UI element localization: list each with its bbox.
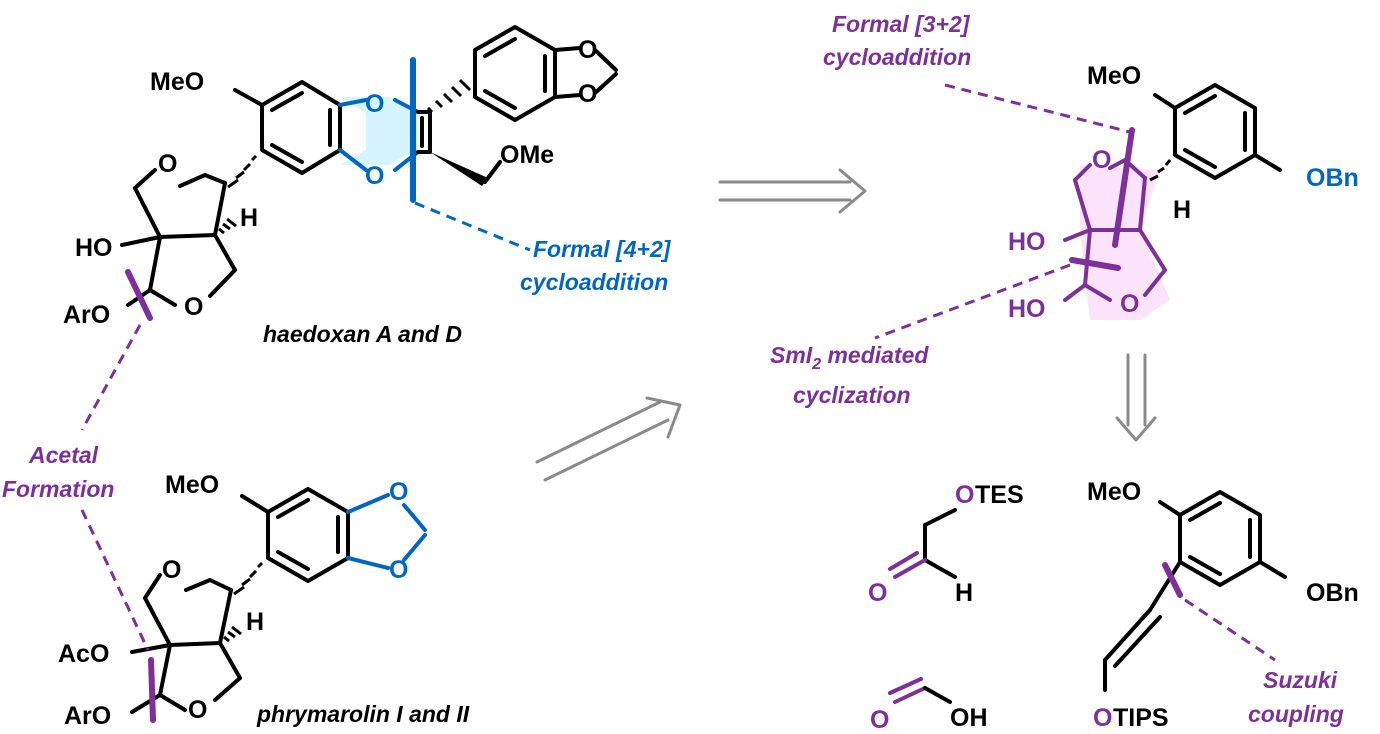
haedoxan-o-bottom: O	[365, 162, 384, 190]
label-smi2-line1: SmI2 mediated	[770, 342, 929, 373]
cut-smi2	[1069, 257, 1121, 271]
label-smi2-suffix: mediated	[821, 342, 929, 368]
retro-arrow-diagonal	[535, 396, 682, 482]
leader-smi2	[874, 263, 1071, 340]
aldehyde-o-si: O	[955, 481, 974, 509]
bicyclic-highlight	[1080, 165, 1170, 320]
intermediate-obn: OBn	[1306, 164, 1359, 192]
formic-acid-fragment	[888, 677, 952, 704]
retro-arrow-horizontal	[718, 168, 867, 214]
label-formal-32-line2: cycloaddition	[823, 44, 971, 70]
haedoxan-o-top: O	[365, 90, 384, 118]
haedoxan-ome: OMe	[500, 141, 554, 169]
formic-acid-oh: OH	[950, 704, 988, 732]
aryl-alkene-fragment	[1103, 490, 1287, 692]
aryl-alkene-obn: OBn	[1306, 579, 1359, 607]
cut-acetal-phrymarolin	[148, 657, 156, 723]
phrymarolin-name: phrymarolin I and II	[256, 701, 470, 727]
phrymarolin-o-furan-top: O	[162, 556, 181, 584]
label-smi2-prefix: SmI	[770, 342, 813, 368]
haedoxan-name: haedoxan A and D	[263, 321, 462, 347]
retro-arrow-vertical	[1115, 353, 1157, 442]
intermediate-o-acetal: O	[1120, 290, 1139, 318]
label-suzuki-line1: Suzuki	[1263, 667, 1338, 693]
haedoxan-o-benzo2: O	[578, 80, 597, 108]
phrymarolin-o2: O	[389, 556, 408, 584]
intermediate-meo: MeO	[1087, 62, 1141, 90]
haedoxan-o-furan-top: O	[158, 150, 177, 178]
aldehyde-h: H	[955, 579, 973, 607]
haedoxan-structure	[120, 25, 618, 307]
label-smi2-line2: cyclization	[793, 382, 911, 408]
label-acetal-line2: Formation	[2, 476, 114, 502]
formic-acid-o: O	[870, 706, 889, 734]
phrymarolin-aro: ArO	[64, 702, 111, 730]
haedoxan-h: H	[240, 204, 258, 232]
aryl-alkene-tips: TIPS	[1113, 704, 1169, 732]
label-formal-32-line1: Formal [3+2]	[832, 11, 971, 37]
phrymarolin-o-furan-bottom: O	[188, 696, 207, 724]
haedoxan-meo: MeO	[150, 68, 204, 96]
leader-32	[944, 83, 1131, 134]
cut-suzuki	[1162, 562, 1183, 598]
haedoxan-o-benzo1: O	[578, 36, 597, 64]
aryl-alkene-o: O	[1093, 704, 1112, 732]
haedoxan-o-furan-bottom: O	[184, 293, 203, 321]
phrymarolin-structure	[130, 487, 427, 714]
label-smi2-subscript: 2	[811, 356, 821, 373]
label-formal-42-line2: cycloaddition	[520, 269, 668, 295]
phrymarolin-h: H	[246, 608, 264, 636]
intermediate-h: H	[1173, 196, 1191, 224]
intermediate-o-furan: O	[1092, 146, 1111, 174]
phrymarolin-meo: MeO	[165, 471, 219, 499]
leader-42	[414, 201, 531, 252]
dioxane-highlight	[340, 97, 418, 165]
phrymarolin-o1: O	[389, 478, 408, 506]
haedoxan-ho: HO	[75, 234, 113, 262]
leader-acetal-1	[80, 324, 142, 431]
haedoxan-aro: ArO	[63, 301, 110, 329]
leader-suzuki	[1184, 598, 1276, 662]
aldehyde-fragment	[888, 508, 957, 579]
aldehyde-o-carbonyl: O	[868, 579, 887, 607]
phrymarolin-aco: AcO	[58, 640, 109, 668]
label-acetal-line1: Acetal	[28, 442, 99, 468]
intermediate-ho1: HO	[1008, 228, 1046, 256]
label-suzuki-line2: coupling	[1248, 701, 1344, 727]
intermediate-structure	[1063, 83, 1282, 320]
cut-32	[1112, 127, 1135, 248]
label-formal-42-line1: Formal [4+2]	[533, 236, 672, 262]
aldehyde-tes: TES	[975, 481, 1024, 509]
leader-acetal-2	[80, 509, 150, 651]
intermediate-ho2: HO	[1008, 295, 1046, 323]
aryl-alkene-meo: MeO	[1087, 478, 1141, 506]
cut-acetal-haedoxan	[125, 269, 153, 321]
